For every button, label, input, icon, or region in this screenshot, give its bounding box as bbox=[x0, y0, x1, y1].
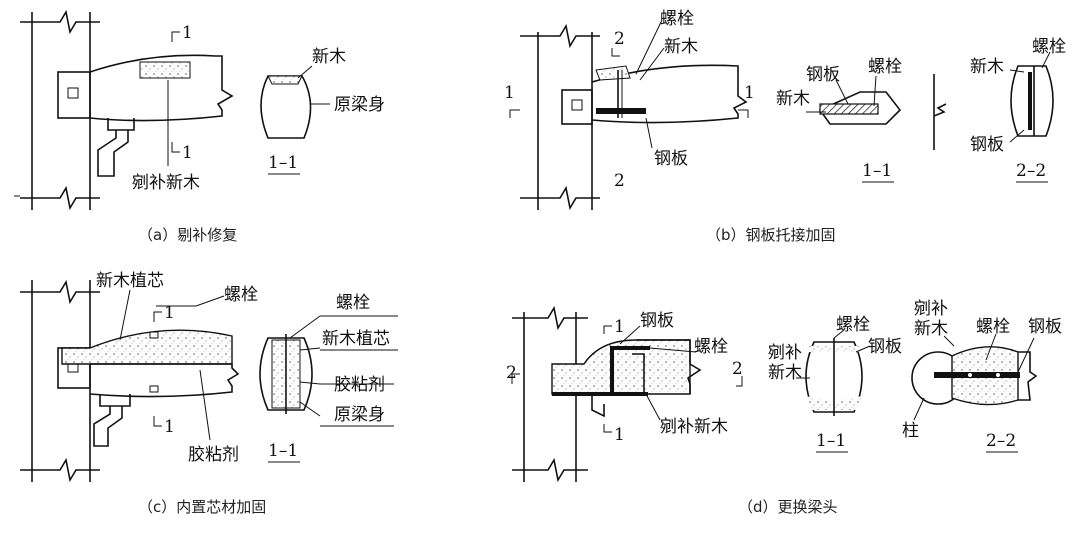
cut-mark-top-a: 1 bbox=[182, 23, 193, 43]
cut-mark-2-right-d: 2 bbox=[732, 359, 743, 379]
label-new-wood-b1: 新木 bbox=[776, 89, 810, 109]
label-bolt-c1: 螺栓 bbox=[336, 293, 370, 313]
label-patch-2-d2: 新木 bbox=[914, 319, 948, 339]
cut-mark-1-right-b: 1 bbox=[744, 83, 755, 103]
label-steel-plate-b2: 钢板 bbox=[970, 135, 1004, 155]
label-bolt-d: 螺栓 bbox=[694, 337, 728, 357]
caption-c: （c）内置芯材加固 bbox=[138, 498, 266, 516]
label-bolt-c: 螺栓 bbox=[224, 285, 258, 305]
section-label-c: 1–1 bbox=[268, 441, 298, 461]
label-steel-plate-d2: 钢板 bbox=[1028, 317, 1062, 337]
panel-a: 1 1 剜补新木 新木 原梁身 1–1 （a）剔补修复 bbox=[14, 9, 385, 244]
cut-mark-1-left-b: 1 bbox=[504, 83, 515, 103]
label-steel-plate-d: 钢板 bbox=[640, 311, 674, 331]
section-b-1 bbox=[806, 74, 947, 150]
section-label-d2: 2–2 bbox=[986, 431, 1016, 451]
label-bolt-b1: 螺栓 bbox=[868, 57, 902, 77]
cut-mark-2-left-d: 2 bbox=[506, 363, 517, 383]
label-core-c1: 新木植芯 bbox=[322, 329, 390, 349]
label-core-c: 新木植芯 bbox=[96, 271, 164, 291]
section-label-b2: 2–2 bbox=[1016, 161, 1046, 181]
label-glue-c: 胶粘剂 bbox=[188, 445, 239, 465]
label-bolt-d1: 螺栓 bbox=[836, 315, 870, 335]
caption-b: （b）钢板托接加固 bbox=[706, 226, 836, 244]
section-label-b1: 1–1 bbox=[862, 161, 892, 181]
cut-mark-1-top-d: 1 bbox=[614, 317, 625, 337]
column-a bbox=[14, 9, 100, 211]
label-orig-beam-c1: 原梁身 bbox=[334, 405, 385, 425]
column-d bbox=[512, 305, 588, 483]
label-patch-1-d1: 剜补 bbox=[768, 343, 802, 363]
new-wood-patch-a bbox=[139, 61, 191, 79]
beam-c bbox=[57, 289, 240, 447]
cut-mark-bottom-a: 1 bbox=[182, 143, 193, 163]
caption-a: （a）剔补修复 bbox=[138, 226, 237, 244]
label-new-wood-b: 新木 bbox=[664, 37, 698, 57]
label-steel-plate-b1: 钢板 bbox=[806, 65, 840, 85]
label-steel-plate-d1: 钢板 bbox=[868, 337, 902, 357]
new-wood-core-c bbox=[61, 329, 233, 365]
section-c bbox=[259, 315, 321, 417]
label-new-wood-a: 新木 bbox=[312, 47, 346, 67]
beam-a bbox=[57, 31, 234, 177]
label-new-wood-b2: 新木 bbox=[970, 57, 1004, 77]
section-d-1 bbox=[796, 329, 871, 416]
panel-d: 钢板 螺栓 剜补新木 1 1 2 2 螺栓 剜补 新木 钢板 1–1 bbox=[506, 299, 1062, 516]
panel-b: 螺栓 新木 钢板 2 2 1 1 钢板 螺栓 新木 1–1 bbox=[504, 9, 1066, 244]
label-steel-plate-b: 钢板 bbox=[654, 149, 688, 169]
label-patch-2-d1: 新木 bbox=[768, 363, 802, 383]
section-label-a: 1–1 bbox=[268, 153, 298, 173]
column-b bbox=[520, 23, 600, 211]
label-orig-beam-a: 原梁身 bbox=[334, 95, 385, 115]
label-patch-1-d2: 剜补 bbox=[914, 299, 948, 319]
label-bolt-b: 螺栓 bbox=[660, 9, 694, 29]
label-glue-c1: 胶粘剂 bbox=[334, 375, 385, 395]
cut-mark-top-c: 1 bbox=[164, 303, 175, 323]
section-d-2 bbox=[911, 333, 1038, 421]
cut-mark-2-bottom-b: 2 bbox=[614, 171, 625, 191]
label-patch-a: 剜补新木 bbox=[132, 173, 200, 193]
panel-c: 新木植芯 螺栓 胶粘剂 1 1 螺栓 新木植芯 胶粘剂 原梁身 1–1 （c）内… bbox=[20, 271, 398, 516]
new-wood-head-d bbox=[551, 339, 691, 395]
label-bolt-b2: 螺栓 bbox=[1032, 37, 1066, 57]
caption-d: （d）更换梁头 bbox=[738, 498, 838, 516]
steel-plate-b bbox=[596, 108, 646, 114]
cut-mark-bottom-c: 1 bbox=[164, 417, 175, 437]
cut-mark-2-top-b: 2 bbox=[614, 29, 625, 49]
label-patch-full-d: 剜补新木 bbox=[660, 417, 728, 437]
column-c bbox=[20, 279, 100, 483]
label-bolt-d2: 螺栓 bbox=[976, 317, 1010, 337]
cut-mark-1-bottom-d: 1 bbox=[614, 425, 625, 445]
beam-d bbox=[511, 325, 702, 433]
label-column-d2: 柱 bbox=[902, 421, 919, 441]
section-a bbox=[260, 65, 330, 139]
beam-b bbox=[509, 19, 749, 149]
section-label-d1: 1–1 bbox=[816, 431, 846, 451]
section-b-2 bbox=[1009, 51, 1054, 143]
